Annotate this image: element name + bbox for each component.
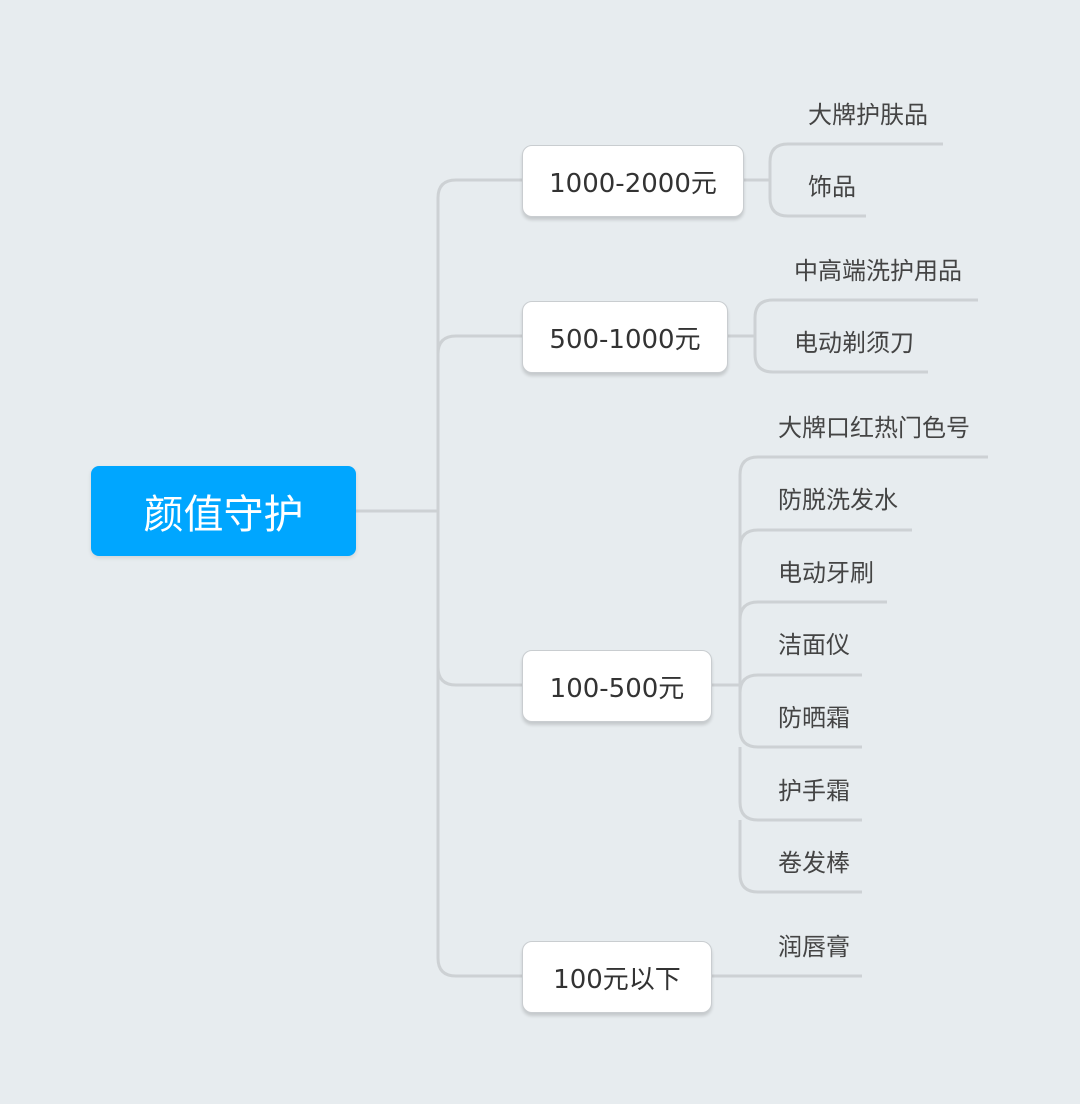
connector-leaf-3-6 — [738, 747, 862, 822]
leaf-topic: 防脱洗发水 — [778, 486, 898, 514]
leaf-topic: 卷发棒 — [778, 849, 850, 877]
branch-topic-500-1000: 500-1000元 — [522, 301, 728, 373]
connector-leaf-3-3 — [738, 600, 887, 621]
connector-leaf-3-2 — [738, 528, 912, 549]
connector-branch-2 — [436, 334, 522, 511]
connector-branch-1 — [436, 178, 522, 511]
leaf-topic: 中高端洗护用品 — [794, 257, 962, 285]
leaf-topic: 电动牙刷 — [778, 559, 874, 587]
leaf-topic: 护手霜 — [778, 777, 850, 805]
connector-leaf-2-2 — [753, 336, 928, 374]
leaf-topic: 大牌口红热门色号 — [778, 414, 970, 442]
connector-leaf-3-5 — [738, 685, 862, 749]
branch-topic-under-100: 100元以下 — [522, 941, 712, 1013]
connector-branch-4 — [436, 511, 522, 978]
leaf-topic: 洁面仪 — [778, 631, 850, 659]
connector-leaf-1-1 — [744, 142, 943, 182]
leaf-topic: 饰品 — [808, 173, 856, 201]
root-topic: 颜值守护 — [91, 466, 356, 556]
leaf-topic: 防晒霜 — [778, 704, 850, 732]
connector-leaf-1-2 — [768, 180, 866, 218]
connector-leaf-3-1 — [738, 455, 988, 685]
connector-leaf-2-1 — [728, 298, 978, 338]
leaf-topic: 润唇膏 — [778, 933, 850, 961]
branch-topic-1000-2000: 1000-2000元 — [522, 145, 744, 217]
branch-topic-100-500: 100-500元 — [522, 650, 712, 722]
leaf-topic: 大牌护肤品 — [808, 101, 928, 129]
connector-leaf-3-4 — [738, 673, 862, 694]
connector-leaf-3-7 — [738, 820, 862, 894]
leaf-topic: 电动剃须刀 — [794, 329, 914, 357]
connector-branch-3 — [436, 511, 522, 687]
